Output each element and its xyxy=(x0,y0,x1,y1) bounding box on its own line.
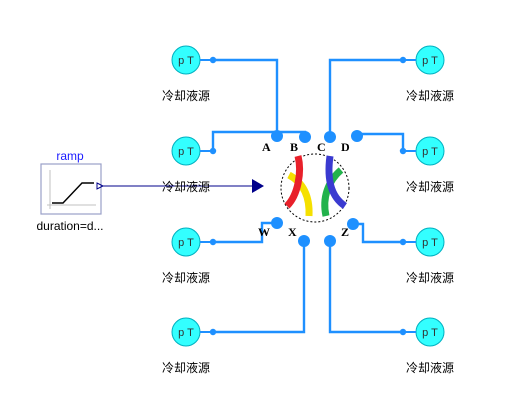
source-label: 冷却液源 xyxy=(162,179,210,194)
coolant-source-src-tr4[interactable]: p T 冷却液源 xyxy=(399,317,454,375)
wire-tr3 xyxy=(353,222,403,244)
coolant-source-src-tl1[interactable]: p T 冷却液源 xyxy=(162,45,217,103)
port-a[interactable] xyxy=(271,130,283,142)
port-x[interactable] xyxy=(298,235,310,247)
wires xyxy=(211,58,405,334)
coolant-source-src-tl3[interactable]: p T 冷却液源 xyxy=(162,227,217,285)
port-label-z: Z xyxy=(341,225,349,239)
source-label: 冷却液源 xyxy=(406,88,454,103)
coolant-source-src-tr1[interactable]: p T 冷却液源 xyxy=(399,45,454,103)
port-z[interactable] xyxy=(347,218,359,230)
source-pt-text: p T xyxy=(422,327,438,339)
ramp-title: ramp xyxy=(56,149,84,163)
port-w[interactable] xyxy=(271,217,283,229)
valve-path-blue xyxy=(325,155,348,209)
source-label: 冷却液源 xyxy=(162,88,210,103)
valve-body xyxy=(280,153,350,223)
wire-tl4 xyxy=(213,241,306,334)
source-pt-text: p T xyxy=(178,327,194,339)
source-pt-text: p T xyxy=(178,237,194,249)
source-label: 冷却液源 xyxy=(162,360,210,375)
ramp-line-icon xyxy=(52,182,94,204)
valve-path-green xyxy=(321,167,344,217)
port-c[interactable] xyxy=(324,131,336,143)
ramp-block[interactable]: ramp duration=d... xyxy=(36,149,105,233)
source-label: 冷却液源 xyxy=(162,270,210,285)
source-label: 冷却液源 xyxy=(406,360,454,375)
ramp-param: duration=d... xyxy=(36,219,103,233)
source-pt-text: p T xyxy=(422,146,438,158)
four-way-valve[interactable]: A B C D W X Z xyxy=(258,130,363,247)
coolant-sources: p T 冷却液源 p T 冷却液源 p T 冷却液源 p T 冷却液源 p T 冷却液源 p T 冷却… xyxy=(162,45,454,375)
source-label: 冷却液源 xyxy=(406,270,454,285)
wire-tr2 xyxy=(357,132,405,151)
source-pt-text: p T xyxy=(422,237,438,249)
source-pt-text: p T xyxy=(422,55,438,67)
coolant-source-src-tl2[interactable]: p T 冷却液源 xyxy=(162,136,217,194)
valve-path-red xyxy=(284,155,304,209)
wire-tl3 xyxy=(213,221,277,244)
port-label-c: C xyxy=(317,140,326,154)
port-label-d: D xyxy=(341,140,350,154)
source-pt-text: p T xyxy=(178,55,194,67)
port-label-a: A xyxy=(262,140,271,154)
wire-tr1 xyxy=(328,58,403,136)
valve-path-yellow xyxy=(287,171,313,217)
ramp-box[interactable] xyxy=(40,163,102,215)
port-label-w: W xyxy=(258,225,270,239)
coolant-source-src-tr2[interactable]: p T 冷却液源 xyxy=(399,136,454,194)
port-d[interactable] xyxy=(351,130,363,142)
port-label-x: X xyxy=(288,225,297,239)
coolant-source-src-tr3[interactable]: p T 冷却液源 xyxy=(399,227,454,285)
coolant-source-src-tl4[interactable]: p T 冷却液源 xyxy=(162,317,217,375)
port-y[interactable] xyxy=(324,235,336,247)
port-label-b: B xyxy=(290,140,298,154)
port-b[interactable] xyxy=(299,131,311,143)
source-label: 冷却液源 xyxy=(406,179,454,194)
valve-signal-input-arrow[interactable] xyxy=(252,179,264,193)
wire-tr4 xyxy=(328,241,403,334)
source-pt-text: p T xyxy=(178,146,194,158)
wire-tl1 xyxy=(213,58,279,136)
